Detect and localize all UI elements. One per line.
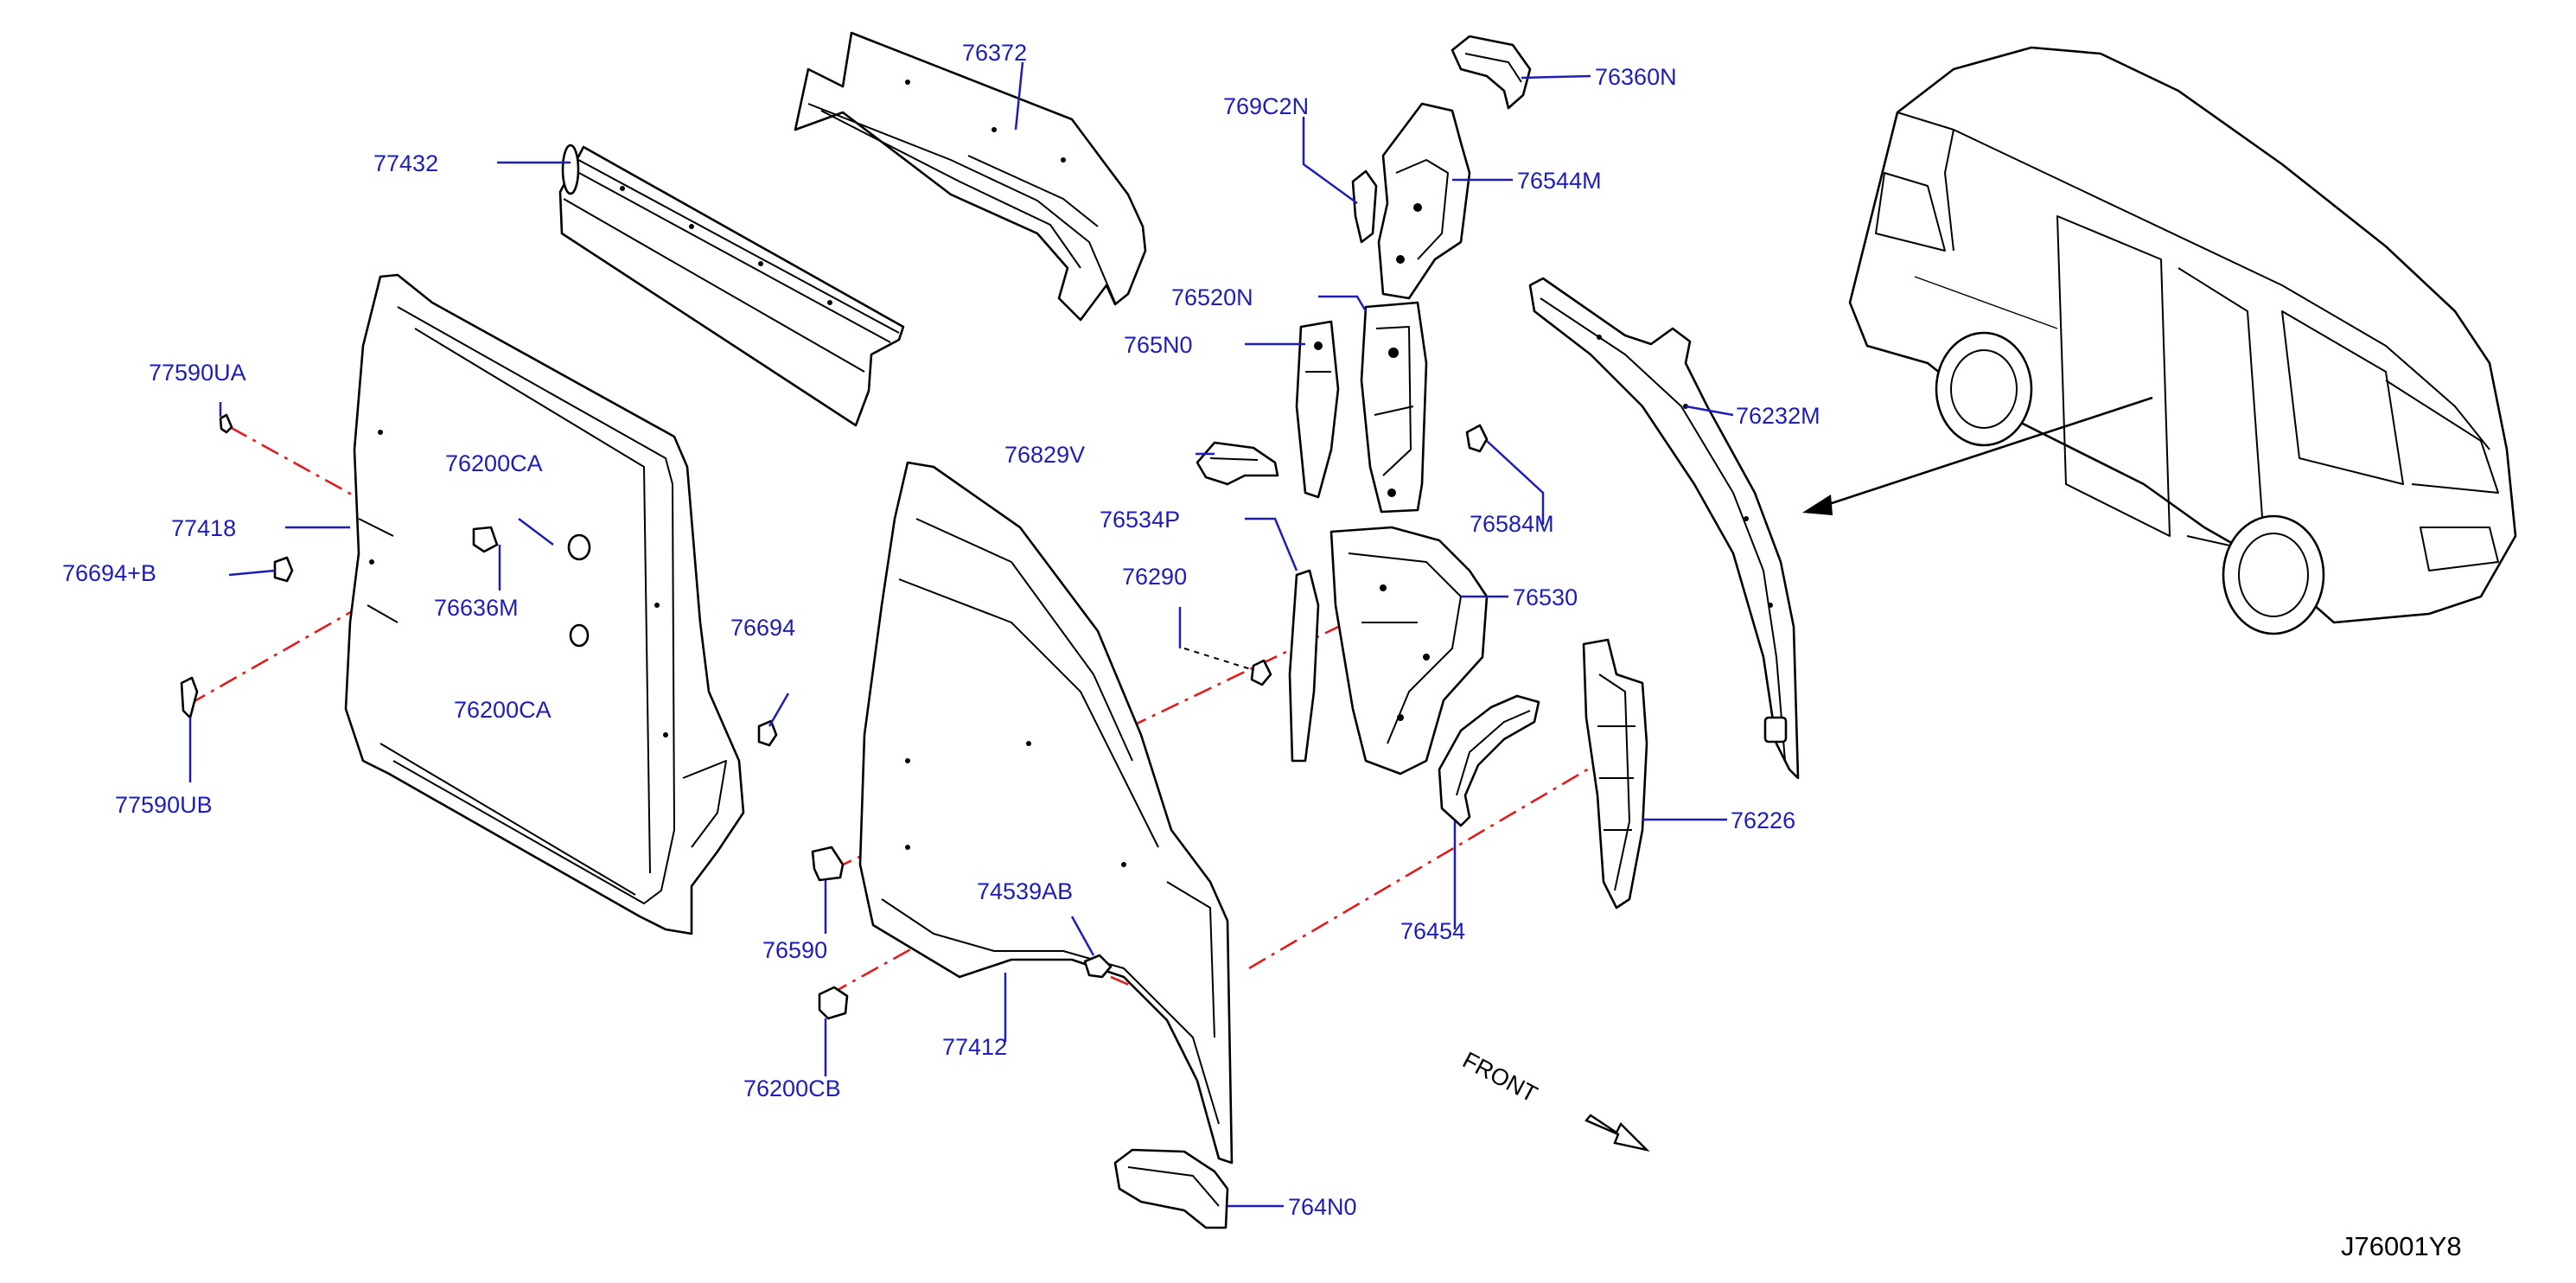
part-labels: 76372 76360N 769C2N 76544M 77432 76520N … (62, 40, 1820, 1220)
part-label: 76360N (1595, 64, 1677, 90)
front-direction-arrow (1584, 1114, 1650, 1152)
roof-side-panel-76372 (794, 31, 1147, 322)
bracket-76829V (1196, 441, 1279, 486)
clip-76694 (757, 719, 778, 747)
clip-77590UB (180, 676, 199, 719)
part-label: 76694 (730, 615, 795, 641)
part-label: 769C2N (1223, 93, 1309, 119)
part-label: 76584M (1470, 511, 1554, 537)
part-label: 76590 (762, 937, 827, 963)
part-label: 77590UB (115, 792, 213, 818)
body-side-outer-left (344, 273, 745, 935)
part-label: 76200CA (454, 697, 552, 723)
part-label: 76544M (1517, 168, 1602, 194)
part-label: 76454 (1400, 918, 1465, 944)
bracket-76636M (472, 526, 499, 553)
catalog-code: J76001Y8 (2341, 1231, 2462, 1261)
van-illustration (1848, 46, 2517, 635)
part-label: 76530 (1513, 584, 1578, 610)
clip-77590UA (219, 413, 233, 434)
front-label: FRONT (1458, 1047, 1541, 1107)
clip-76290 (1183, 648, 1272, 686)
part-label: 76232M (1736, 403, 1820, 429)
part-label: 76636M (434, 595, 519, 621)
bolt-74539AB (1083, 954, 1113, 979)
part-label: 76200CA (445, 450, 543, 476)
part-label: 76200CB (743, 1076, 841, 1101)
part-label: 76694+B (62, 560, 156, 586)
part-label: 74539AB (977, 878, 1073, 904)
bracket-764N0 (1113, 1148, 1229, 1229)
clip-76694-b (273, 556, 294, 583)
grommet-76200CB (818, 986, 849, 1020)
part-label: 77412 (942, 1034, 1007, 1060)
grommet-76200CA (567, 533, 591, 561)
part-label: 77590UA (149, 360, 246, 386)
part-label: 76829V (1004, 442, 1085, 468)
leader-lines (188, 61, 1734, 1208)
grommet-76200CA-b (569, 623, 590, 648)
center-pillar-76520N (1295, 301, 1428, 514)
roof-rail-side-76232M (1528, 277, 1800, 780)
clip-76584M (1465, 424, 1489, 453)
wheel-house-76454 (1438, 694, 1540, 827)
part-label: 764N0 (1288, 1194, 1357, 1220)
pointer-arrow (1802, 396, 2153, 515)
pillar-reinforcement-76544M (1351, 102, 1471, 300)
small-parts-center (811, 846, 1113, 1020)
part-label: 76226 (1731, 807, 1795, 833)
part-label: 76520N (1171, 284, 1253, 310)
part-label: 76534P (1100, 507, 1180, 533)
part-label: 77432 (373, 150, 438, 176)
front-pillar-77412 (858, 461, 1234, 1165)
part-label: 77418 (171, 515, 236, 541)
quarter-inner-panel-76530 (1288, 526, 1489, 776)
part-label: 76372 (962, 40, 1027, 66)
bracket-76360N (1451, 35, 1532, 110)
bracket-76590 (811, 846, 845, 882)
part-label: 765N0 (1124, 332, 1193, 358)
small-parts-left (180, 413, 778, 747)
part-label: 76290 (1122, 564, 1187, 590)
roof-rail-77432 (558, 144, 905, 427)
reinforcement-76226 (1582, 638, 1648, 910)
